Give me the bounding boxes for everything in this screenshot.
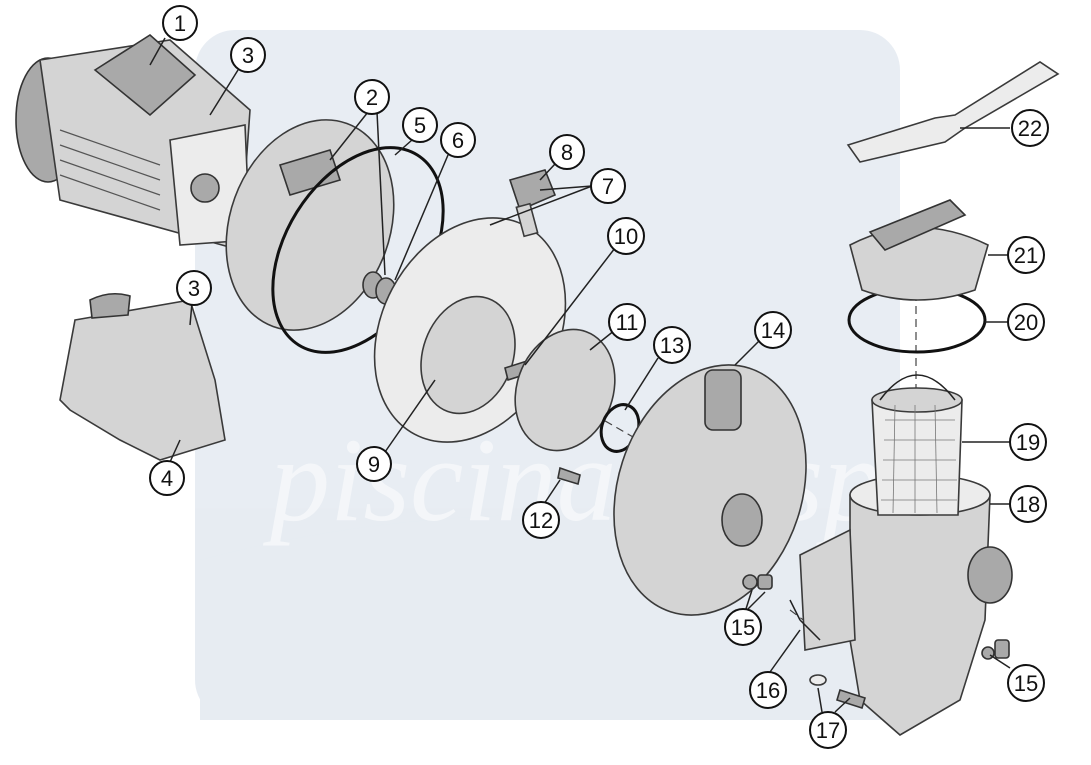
callout-15-front-label: 15 xyxy=(731,615,755,640)
callout-5-label: 5 xyxy=(414,113,426,138)
prefilter-lid xyxy=(849,199,989,301)
callout-14-label: 14 xyxy=(761,318,785,343)
callout-4-label: 4 xyxy=(161,466,173,491)
mechanical-seal xyxy=(362,271,397,305)
callout-12-label: 12 xyxy=(529,508,553,533)
callout-13-label: 13 xyxy=(660,333,684,358)
callout-1: 1 xyxy=(162,5,198,41)
callout-19: 19 xyxy=(1009,423,1047,461)
lid-wrench xyxy=(846,61,1060,163)
callout-15-rear: 15 xyxy=(1007,664,1045,702)
prefilter-basket xyxy=(871,374,963,516)
callout-2-label: 2 xyxy=(366,85,378,110)
callout-8-label: 8 xyxy=(561,140,573,165)
callout-7-label: 7 xyxy=(602,174,614,199)
pump-body-front xyxy=(613,364,807,616)
callout-3-bottom: 3 xyxy=(176,270,212,306)
callout-21-label: 21 xyxy=(1014,243,1038,268)
callout-20: 20 xyxy=(1007,303,1045,341)
diffuser-screw xyxy=(557,466,581,486)
drain-plug-rear xyxy=(981,639,1010,660)
callout-8: 8 xyxy=(549,134,585,170)
callout-6-label: 6 xyxy=(452,128,464,153)
connector xyxy=(508,169,557,238)
callout-16-label: 16 xyxy=(756,678,780,703)
callout-10: 10 xyxy=(607,217,645,255)
callout-22-label: 22 xyxy=(1018,116,1042,141)
callout-6: 6 xyxy=(440,122,476,158)
callout-13: 13 xyxy=(653,326,691,364)
callout-15-rear-label: 15 xyxy=(1014,671,1038,696)
body-gasket xyxy=(789,599,821,641)
callout-2: 2 xyxy=(354,79,390,115)
callout-9-label: 9 xyxy=(368,452,380,477)
callout-17-label: 17 xyxy=(816,718,840,743)
callout-3-bottom-label: 3 xyxy=(188,276,200,301)
callout-3-top: 3 xyxy=(230,37,266,73)
diffuser xyxy=(514,328,616,452)
callout-4: 4 xyxy=(149,460,185,496)
callout-22: 22 xyxy=(1011,109,1049,147)
drain-plug-front xyxy=(742,574,773,590)
callout-16: 16 xyxy=(749,671,787,709)
callout-7: 7 xyxy=(590,168,626,204)
callout-18-label: 18 xyxy=(1016,492,1040,517)
callout-11: 11 xyxy=(608,303,646,341)
callout-10-label: 10 xyxy=(614,224,638,249)
callout-11-label: 11 xyxy=(616,310,639,335)
callout-5: 5 xyxy=(402,107,438,143)
callout-12: 12 xyxy=(522,501,560,539)
seal-plate xyxy=(225,119,395,331)
callout-18: 18 xyxy=(1009,485,1047,523)
callout-17: 17 xyxy=(809,711,847,749)
callout-1-label: 1 xyxy=(174,11,186,36)
callout-19-label: 19 xyxy=(1016,430,1040,455)
callout-3-top-label: 3 xyxy=(242,43,254,68)
callout-21: 21 xyxy=(1007,236,1045,274)
callout-15-front: 15 xyxy=(724,608,762,646)
mounting-bolt xyxy=(809,674,866,710)
callout-9: 9 xyxy=(356,446,392,482)
callout-14: 14 xyxy=(754,311,792,349)
leader-lines xyxy=(149,37,1011,713)
callout-20-label: 20 xyxy=(1014,310,1038,335)
motor-support-foot xyxy=(59,292,226,461)
